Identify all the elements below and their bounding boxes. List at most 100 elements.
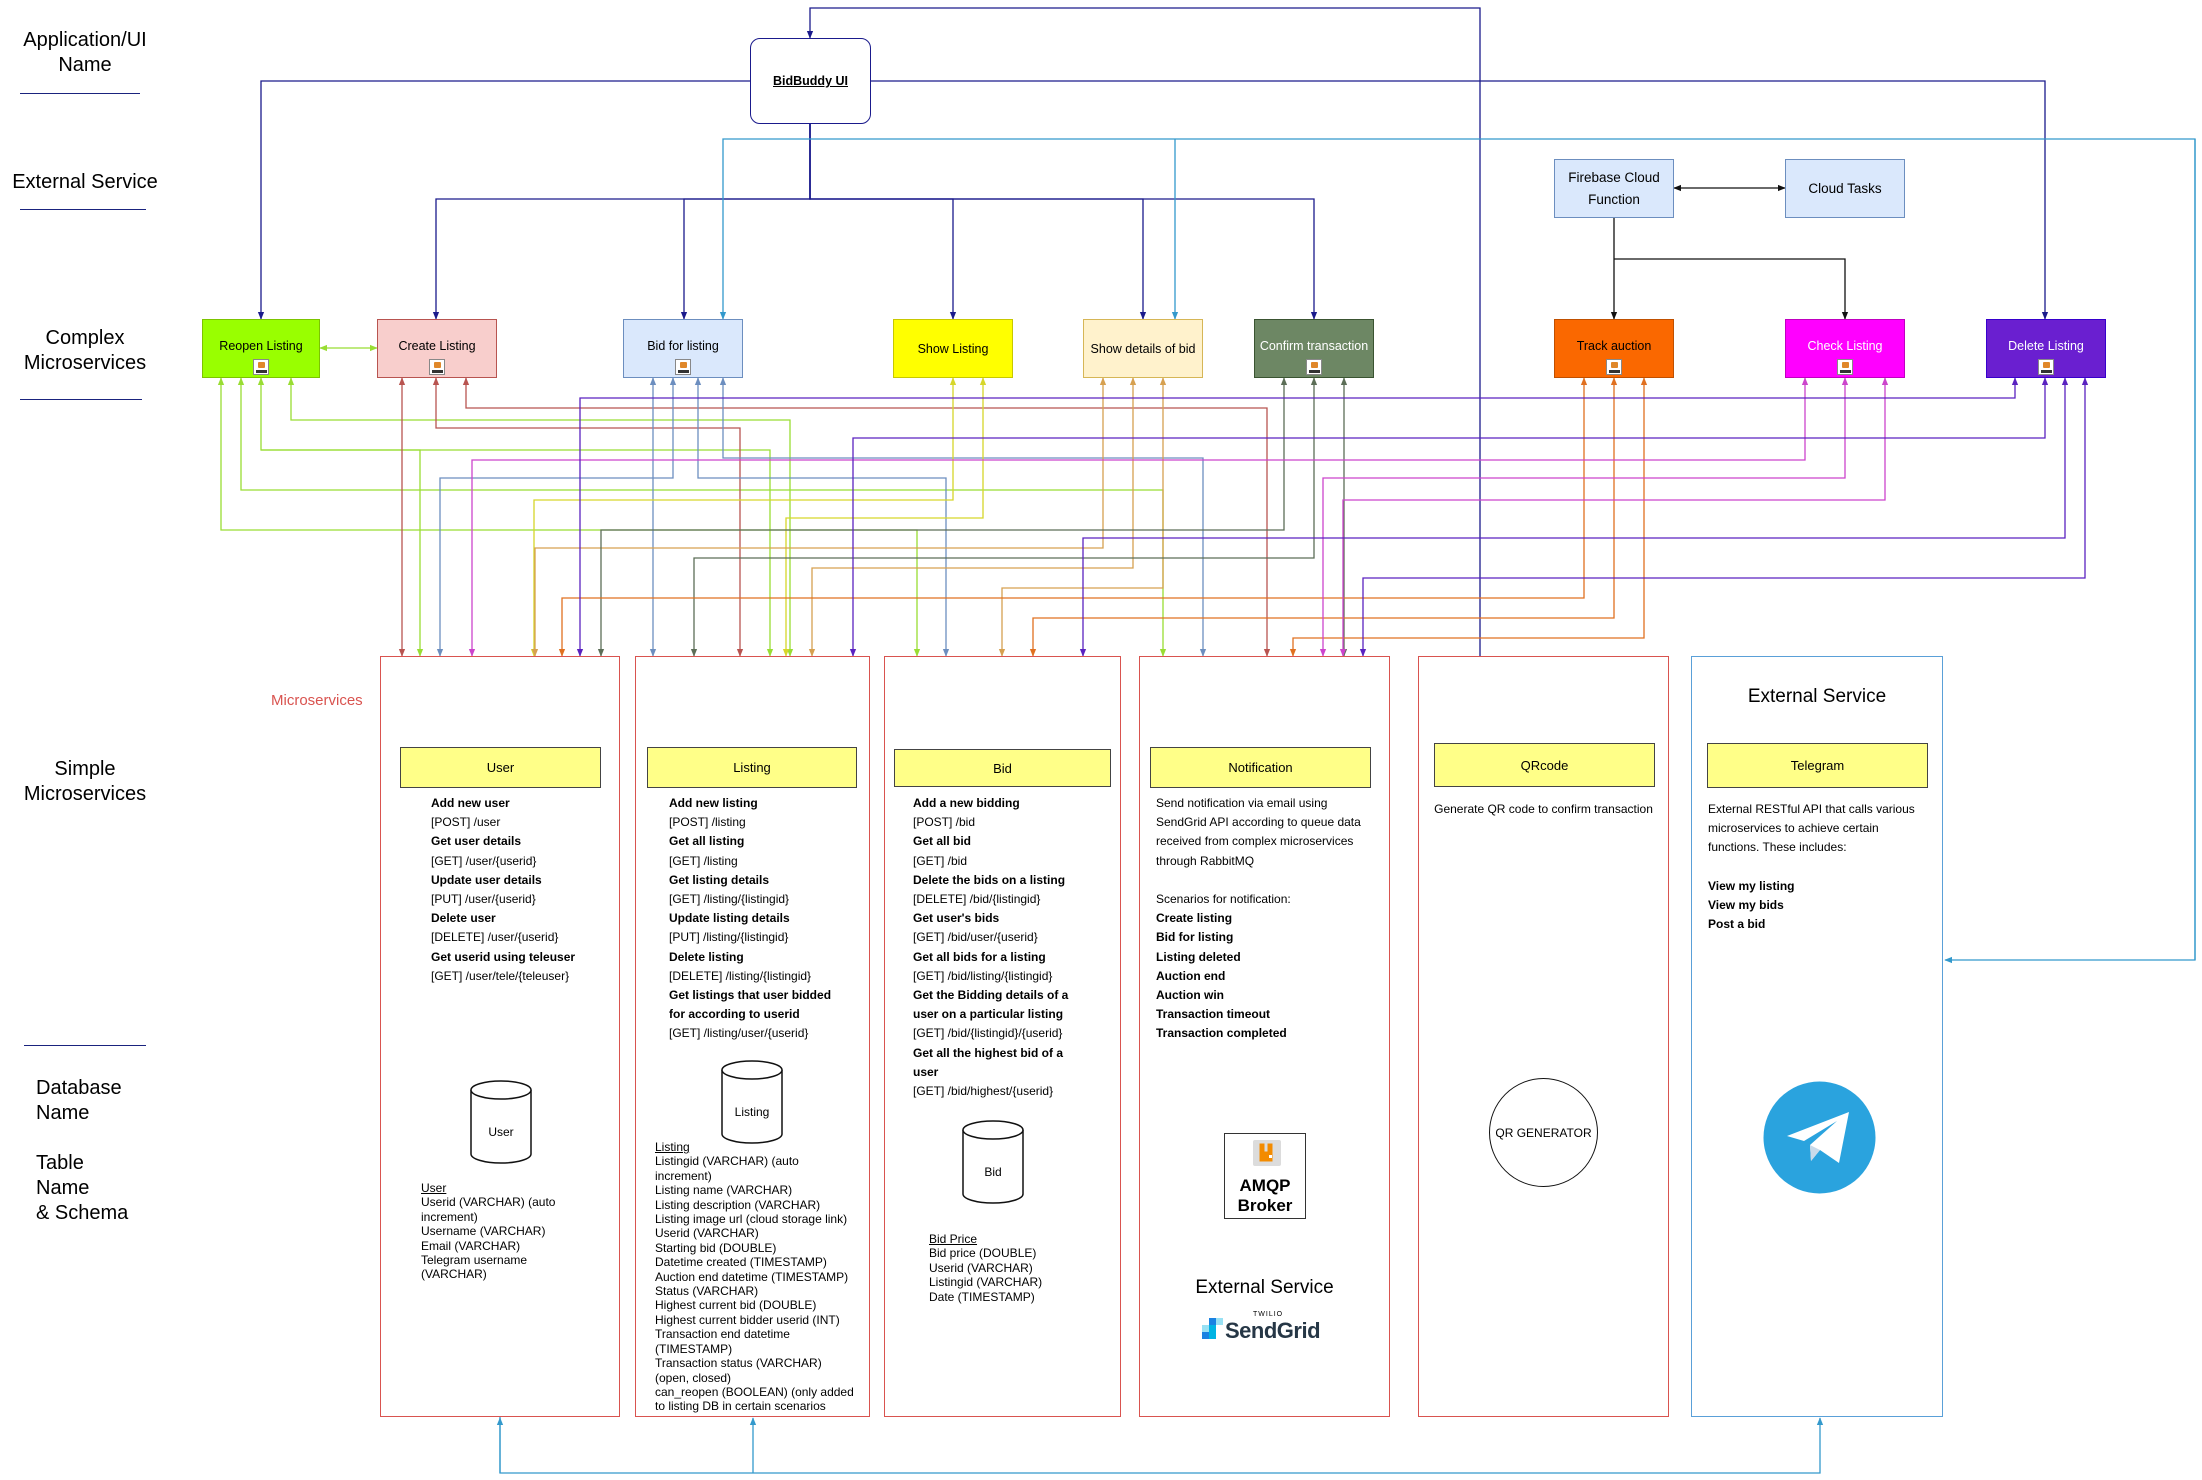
show-details-of-bid-node[interactable]: Show details of bid — [1083, 319, 1203, 378]
firebase-cloud-function-node[interactable]: Firebase Cloud Function — [1554, 159, 1674, 218]
bid-microservice[interactable]: Bid Add a new bidding [POST] /bid Get al… — [884, 656, 1121, 1417]
cloud-tasks-label: Cloud Tasks — [1808, 181, 1882, 196]
node-label: Create Listing — [398, 338, 476, 353]
telegram-description: External RESTful API that calls various … — [1708, 800, 1915, 934]
node-label: Show Listing — [917, 341, 989, 356]
node-label: Check Listing — [1807, 338, 1883, 353]
connector-line — [499, 1417, 1824, 1474]
endpoint-line: Get userid using teleuser — [431, 949, 576, 964]
schema-line: Username (VARCHAR) — [421, 1224, 546, 1239]
desc-line: Transaction completed — [1156, 1026, 1287, 1041]
divider — [20, 399, 142, 400]
desc-line: SendGrid API according to queue data — [1156, 815, 1361, 830]
bid-title: Bid — [894, 749, 1111, 787]
connector-line — [1289, 377, 1648, 657]
endpoint-line: Add a new bidding — [913, 796, 1020, 810]
table-name: Listing — [655, 1140, 690, 1154]
endpoint-line: Get listings that user bidded — [669, 988, 832, 1003]
notification-microservice[interactable]: Notification Send notification via email… — [1139, 656, 1390, 1417]
user-endpoints: Add new user [POST] /user Get user detai… — [431, 794, 575, 986]
external-service-label: External Service — [12, 171, 158, 193]
schema-line: Userid (VARCHAR) — [655, 1226, 759, 1241]
node-label: Reopen Listing — [219, 338, 303, 353]
bidbuddy-ui-label: BidBuddy UI — [773, 74, 848, 88]
desc-line: Transaction timeout — [1156, 1007, 1271, 1022]
endpoint-line: [GET] /bid/{listingid}/{userid} — [913, 1026, 1063, 1041]
desc-line: Auction end — [1156, 968, 1226, 983]
schema-line: Userid (VARCHAR) (auto — [421, 1195, 556, 1210]
endpoint-line: Get all listing — [669, 834, 745, 849]
show-listing-node[interactable]: Show Listing — [893, 319, 1013, 378]
qrcode-microservice[interactable]: QRcode Generate QR code to confirm trans… — [1418, 656, 1669, 1417]
listing-microservice[interactable]: Listing Add new listing [POST] /listing … — [635, 656, 870, 1417]
schema-line: can_reopen (BOOLEAN) (only added — [655, 1384, 854, 1399]
rabbitmq-icon — [1253, 1140, 1281, 1166]
telegram-icon — [1763, 1081, 1876, 1194]
desc-line: Scenarios for notification: — [1156, 892, 1291, 906]
desc-line — [1156, 871, 1361, 890]
amqp-broker-icon — [429, 359, 445, 375]
telegram-external-service[interactable]: External Service Telegram External RESTf… — [1691, 656, 1943, 1417]
user-microservice[interactable]: User Add new user [POST] /user Get user … — [380, 656, 620, 1417]
endpoint-line: [POST] /bid — [913, 815, 976, 830]
endpoint-line: [GET] /user/{userid} — [431, 853, 537, 868]
qr-generator-node: QR GENERATOR — [1489, 1078, 1598, 1187]
schema-line: increment) — [655, 1168, 712, 1183]
table-name: Bid Price — [929, 1232, 978, 1246]
schema-line: increment) — [421, 1209, 478, 1224]
node-label: Confirm transaction — [1259, 338, 1369, 353]
connector-line — [261, 449, 424, 657]
endpoint-line: Add new user — [431, 796, 510, 810]
desc-line: Bid for listing — [1156, 930, 1234, 945]
notification-description: Send notification via email using SendGr… — [1156, 794, 1361, 1044]
connector-line — [809, 124, 957, 320]
schema-line: (TIMESTAMP) — [655, 1341, 733, 1356]
endpoint-line: [DELETE] /bid/{listingid} — [913, 892, 1041, 907]
schema-line: Datetime created (TIMESTAMP) — [655, 1255, 827, 1270]
schema-line: to listing DB in certain scenarios — [655, 1399, 826, 1414]
schema-line: Transaction status (VARCHAR) — [655, 1356, 822, 1371]
endpoint-line: [GET] /bid/user/{userid} — [913, 930, 1038, 945]
create-listing-node[interactable]: Create Listing — [377, 319, 497, 378]
desc-line: Auction win — [1156, 988, 1224, 1003]
endpoint-line: Get all bid — [913, 834, 972, 849]
desc-line: External RESTful API that calls various — [1708, 802, 1915, 816]
endpoint-line: [GET] /bid/highest/{userid} — [913, 1084, 1054, 1099]
connector-line — [806, 7, 1481, 656]
listing-endpoints: Add new listing [POST] /listing Get all … — [669, 794, 831, 1044]
endpoint-line: [GET] /listing/user/{userid} — [669, 1026, 809, 1041]
connector-line — [432, 124, 811, 320]
check-listing-node[interactable]: Check Listing — [1785, 319, 1905, 378]
amqp-broker-icon — [1606, 359, 1622, 375]
broker-text-1: AMQP — [1239, 1176, 1291, 1195]
database-name: Bid — [984, 1165, 1002, 1179]
bidbuddy-ui-node[interactable]: BidBuddy UI — [750, 38, 871, 124]
schema-line: Auction end datetime (TIMESTAMP) — [655, 1269, 849, 1284]
connector-line — [257, 80, 750, 320]
sendgrid-logo: TWILIO SendGrid — [1200, 1311, 1340, 1343]
endpoint-line: Get user's bids — [913, 911, 1000, 926]
listing-schema: Listing Listingid (VARCHAR) (auto increm… — [655, 1140, 854, 1414]
qrcode-title: QRcode — [1434, 743, 1655, 787]
schema-line: Listingid (VARCHAR) (auto — [655, 1154, 799, 1169]
listing-title: Listing — [647, 747, 857, 788]
endpoint-line: user — [913, 1064, 939, 1079]
track-auction-node[interactable]: Track auction — [1554, 319, 1674, 378]
cloud-tasks-node[interactable]: Cloud Tasks — [1785, 159, 1905, 218]
endpoint-line: user on a particular listing — [913, 1007, 1064, 1022]
connector-line — [1079, 377, 2069, 657]
delete-listing-node[interactable]: Delete Listing — [1986, 319, 2106, 378]
confirm-transaction-node[interactable]: Confirm transaction — [1254, 319, 1374, 378]
endpoint-line: Delete listing — [669, 949, 744, 964]
connector-line — [871, 80, 2049, 320]
endpoint-line: [DELETE] /listing/{listingid} — [669, 968, 812, 983]
reopen-listing-node[interactable]: Reopen Listing — [202, 319, 320, 378]
sendgrid-text: SendGrid — [1225, 1318, 1321, 1343]
desc-line: View my bids — [1708, 898, 1784, 912]
connector-line — [576, 377, 2019, 657]
desc-line — [1708, 858, 1915, 877]
desc-line: functions. These includes: — [1708, 840, 1847, 855]
bid-for-listing-node[interactable]: Bid for listing — [623, 319, 743, 378]
connector-line — [1359, 377, 2089, 657]
